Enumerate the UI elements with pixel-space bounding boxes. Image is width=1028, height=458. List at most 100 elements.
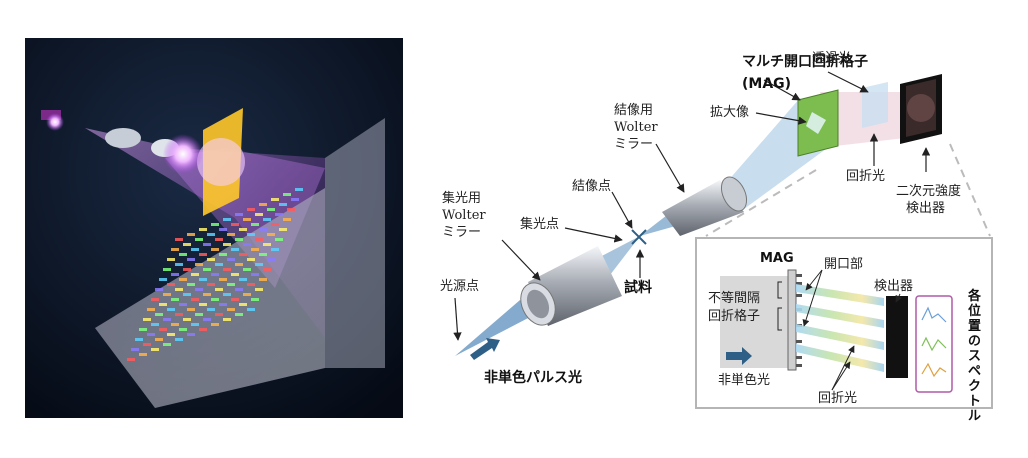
2d-detector xyxy=(900,74,942,144)
spectral-dot xyxy=(163,293,171,296)
label-imaging-mirror-1: 結像用 xyxy=(614,103,653,118)
spectral-dot xyxy=(259,228,267,231)
spectral-dot xyxy=(263,268,271,271)
spectral-dot xyxy=(239,228,247,231)
spectral-dot xyxy=(215,288,223,291)
spectral-dot xyxy=(235,288,243,291)
spectral-dot xyxy=(155,313,163,316)
spectral-dot xyxy=(263,243,271,246)
spectral-dot xyxy=(259,278,267,281)
arrow-focus-point xyxy=(564,227,623,243)
spectral-dot xyxy=(235,238,243,241)
focusing-wolter-mirror xyxy=(520,246,622,326)
spectral-dot xyxy=(223,293,231,296)
spectral-dot xyxy=(243,268,251,271)
label-transmitted-light: 透過光 xyxy=(812,51,851,66)
spectral-dot xyxy=(279,228,287,231)
spectral-dot xyxy=(191,273,199,276)
inset-label-spectra: 各位置のスペクトル xyxy=(967,288,982,424)
spectral-dot xyxy=(175,238,183,241)
arrow-transmitted xyxy=(827,71,869,93)
spectral-dot xyxy=(227,233,235,236)
spectral-dot xyxy=(223,318,231,321)
spectral-dot xyxy=(195,238,203,241)
spectral-dot xyxy=(191,248,199,251)
spectral-dot xyxy=(203,268,211,271)
spectral-dot xyxy=(275,238,283,241)
label-polychromatic-pulse: 非単色パルス光 xyxy=(484,369,582,386)
spectral-dot xyxy=(139,328,147,331)
arrow-focusing-mirror xyxy=(501,239,541,281)
spectral-dot xyxy=(235,313,243,316)
inset-label-unequal-1: 不等間隔 xyxy=(708,290,760,306)
spectral-dot xyxy=(247,258,255,261)
label-focus-point: 集光点 xyxy=(520,216,559,232)
label-detector-2d-1: 二次元強度 xyxy=(896,183,961,199)
spectral-dot xyxy=(243,293,251,296)
spectral-dot xyxy=(183,243,191,246)
spectral-dot xyxy=(127,358,135,361)
spectral-dot xyxy=(151,323,159,326)
spectral-dot xyxy=(135,338,143,341)
inset-label-unequal-2: 回折格子 xyxy=(708,308,760,324)
spectral-dot xyxy=(203,243,211,246)
imaging-wolter-mirror xyxy=(662,176,748,236)
spectral-dot xyxy=(187,333,195,336)
spectral-dot xyxy=(183,268,191,271)
label-focusing-mirror-1: 集光用 xyxy=(442,190,481,206)
spectral-dot xyxy=(199,253,207,256)
spectral-dot xyxy=(195,263,203,266)
spectral-dot xyxy=(279,203,287,206)
spectral-dot xyxy=(219,253,227,256)
inset-label-polychromatic: 非単色光 xyxy=(718,372,770,388)
transmitted-pattern xyxy=(862,82,888,128)
spectral-dot xyxy=(199,303,207,306)
spectral-dot xyxy=(243,243,251,246)
spectral-dot xyxy=(151,298,159,301)
spectral-dot xyxy=(167,258,175,261)
label-focusing-mirror-3: ミラー xyxy=(442,225,481,240)
spectral-dot xyxy=(283,218,291,221)
arrow-image-point xyxy=(611,191,633,229)
spectral-dot xyxy=(167,283,175,286)
spectral-dot xyxy=(211,223,219,226)
inset-label-aperture: 開口部 xyxy=(824,257,863,272)
spectral-dot xyxy=(155,288,163,291)
spectral-dot xyxy=(207,258,215,261)
spectral-dot xyxy=(143,343,151,346)
spectral-dot xyxy=(243,218,251,221)
spectral-dot xyxy=(199,278,207,281)
spectral-dot xyxy=(271,223,279,226)
spectral-dot xyxy=(231,223,239,226)
spectral-dot xyxy=(251,273,259,276)
spectral-dot xyxy=(267,233,275,236)
spectral-dot xyxy=(259,203,267,206)
sample-marker xyxy=(631,229,647,245)
spectral-dot xyxy=(179,328,187,331)
spectral-dot xyxy=(239,278,247,281)
spectral-dot xyxy=(247,283,255,286)
spectral-dot xyxy=(207,233,215,236)
pulse-arrow xyxy=(470,338,500,360)
inset-label-mag: MAG xyxy=(760,251,794,266)
arrow-mag xyxy=(763,79,801,101)
spectral-dot xyxy=(239,253,247,256)
spectral-dot xyxy=(263,218,271,221)
spectral-dot xyxy=(211,323,219,326)
label-mag-abbr: (MAG) xyxy=(742,76,791,92)
spectral-dot xyxy=(227,258,235,261)
spectral-dot xyxy=(187,258,195,261)
spectral-dot xyxy=(203,293,211,296)
label-focusing-mirror-2: Wolter xyxy=(442,208,486,223)
spectral-dot xyxy=(223,218,231,221)
arrow-magnified-image xyxy=(755,112,807,125)
spectral-dot xyxy=(247,308,255,311)
spectral-dot xyxy=(211,273,219,276)
spectral-dot xyxy=(159,303,167,306)
spectral-dot xyxy=(219,303,227,306)
spectral-dot xyxy=(247,208,255,211)
spectral-dot xyxy=(159,278,167,281)
spectral-dot xyxy=(159,328,167,331)
